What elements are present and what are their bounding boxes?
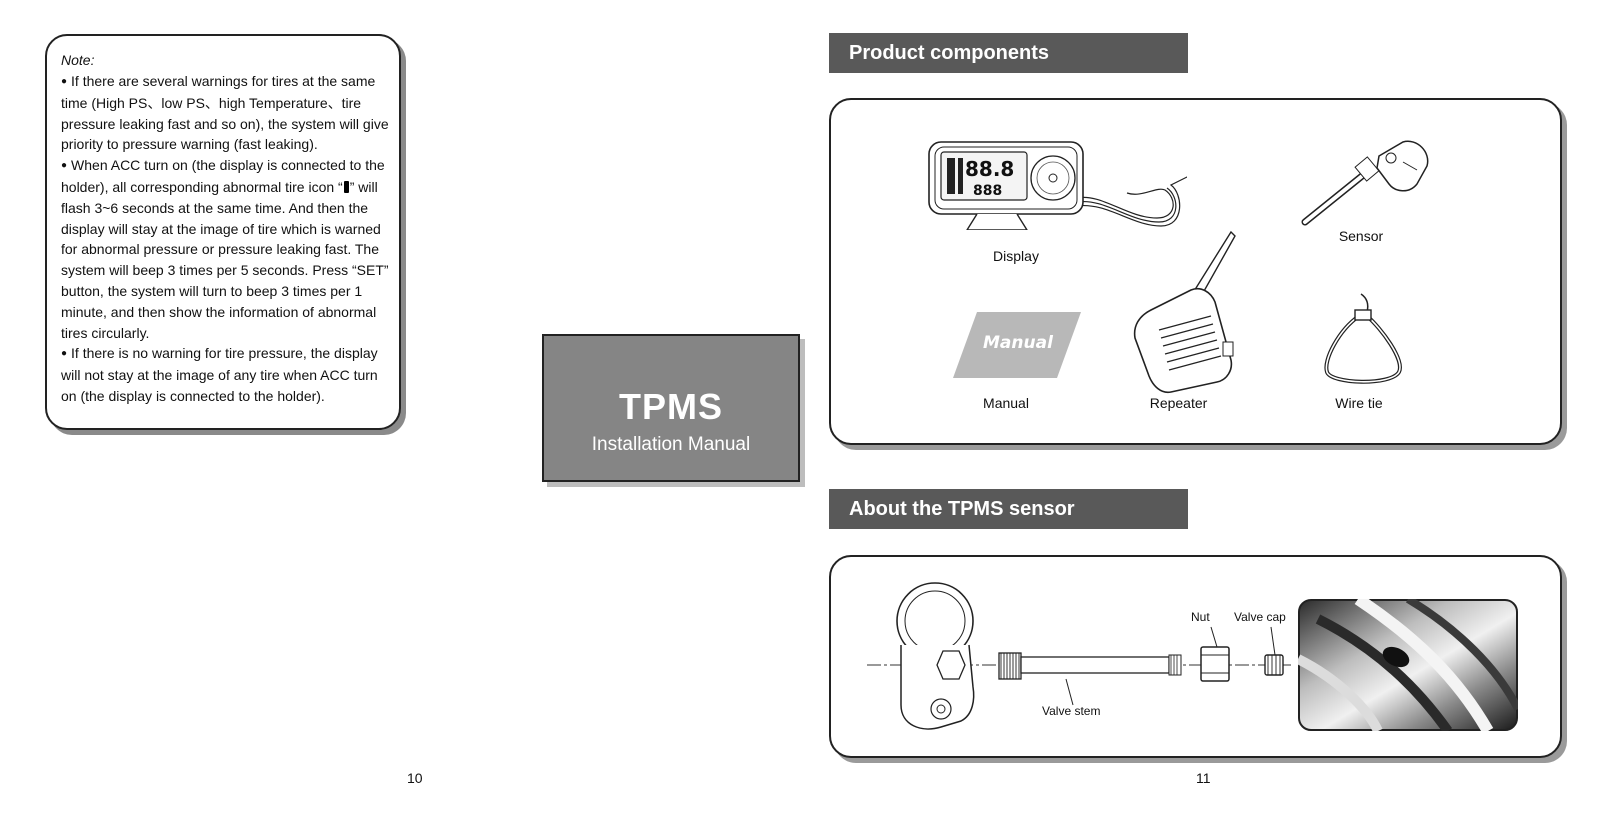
components-panel: 88.8 888 Display Sensor Manual Manual Re… xyxy=(829,98,1562,445)
page-number-left: 10 xyxy=(407,770,423,786)
page-number-right: 11 xyxy=(1196,770,1211,786)
display-device-icon: 88.8 888 xyxy=(928,141,1187,230)
valve-assembly-diagram xyxy=(867,582,1291,730)
svg-text:Manual: Manual xyxy=(983,333,1054,353)
repeater-icon xyxy=(1133,230,1236,394)
section-header-components: Product components xyxy=(829,33,1188,73)
manual-booklet-icon: Manual xyxy=(953,312,1081,378)
sensor-icon xyxy=(1301,140,1429,226)
wire-tie-icon xyxy=(1324,293,1402,384)
label-display: Display xyxy=(993,248,1039,264)
sensor-panel: Nut Valve cap Valve stem xyxy=(829,555,1562,758)
cover-title: TPMS xyxy=(618,386,723,427)
label-valve-stem: Valve stem xyxy=(1042,704,1101,718)
note-title: Note: xyxy=(61,52,95,68)
cover-subtitle: Installation Manual xyxy=(591,434,751,455)
svg-text:88.8: 88.8 xyxy=(965,157,1014,181)
label-repeater: Repeater xyxy=(1149,395,1208,411)
tire-icon xyxy=(343,180,349,193)
label-sensor: Sensor xyxy=(1338,228,1384,244)
label-nut: Nut xyxy=(1191,610,1210,624)
label-valve-cap: Valve cap xyxy=(1234,610,1286,624)
note-paragraph-2: ●When ACC turn on (the display is connec… xyxy=(61,157,389,341)
label-wire-tie: Wire tie xyxy=(1335,395,1383,411)
cover-block: TPMS Installation Manual xyxy=(542,334,800,482)
note-paragraph-1: ●If there are several warnings for tires… xyxy=(61,73,389,153)
section-header-sensor: About the TPMS sensor xyxy=(829,489,1188,529)
note-paragraph-3: ●If there is no warning for tire pressur… xyxy=(61,345,378,404)
svg-text:888: 888 xyxy=(973,183,1002,199)
bullet-icon: ● xyxy=(61,76,68,87)
bullet-icon: ● xyxy=(61,348,68,360)
wheel-photo xyxy=(1298,599,1518,731)
note-box: Note: ●If there are several warnings for… xyxy=(45,34,401,430)
bullet-icon: ● xyxy=(61,160,68,172)
label-manual: Manual xyxy=(983,395,1029,411)
